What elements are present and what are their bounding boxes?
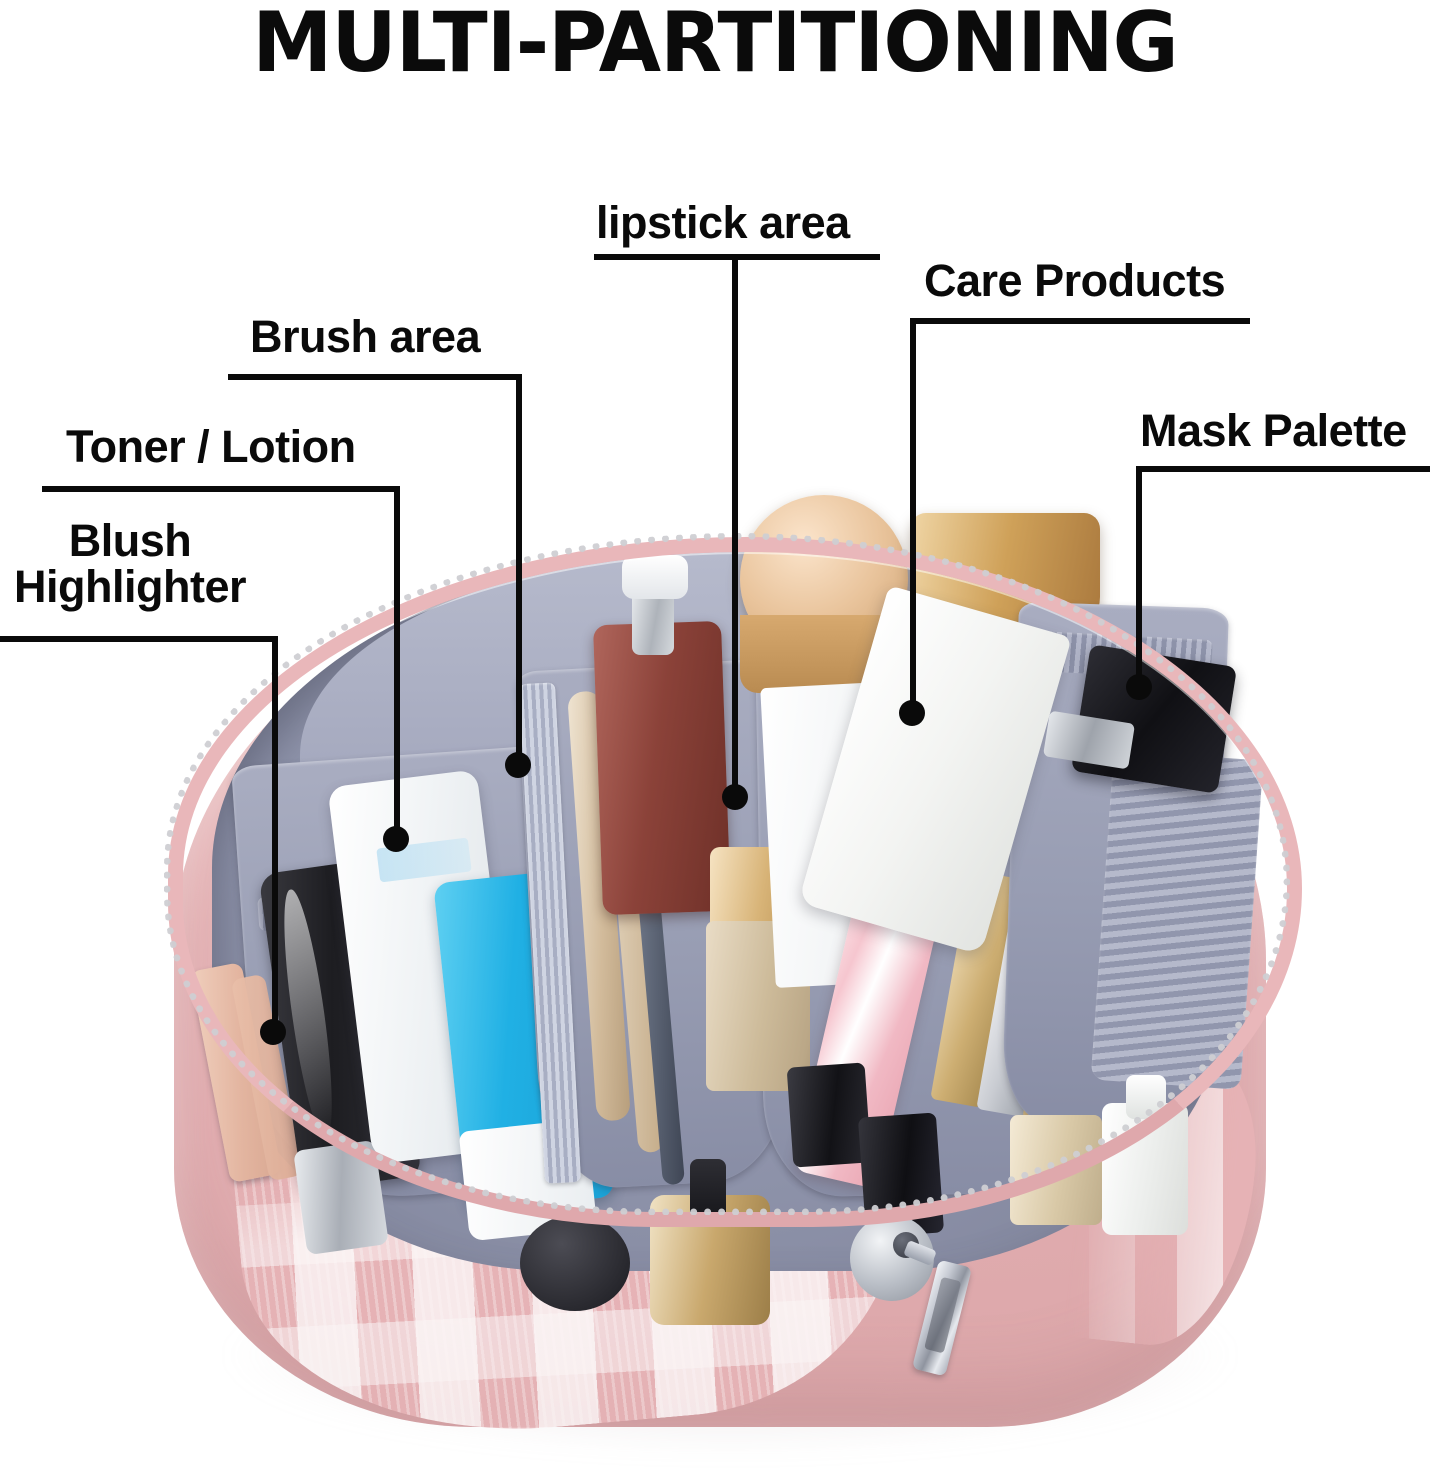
leader-dot-blush-highlighter <box>260 1019 286 1045</box>
leader-line-care-products-h <box>910 318 1250 324</box>
product-photo <box>150 455 1302 1465</box>
leader-line-blush-highlighter-h <box>0 636 278 642</box>
leader-dot-mask-palette <box>1126 674 1152 700</box>
leader-line-brush-area-h <box>228 374 522 380</box>
item-black-round-cap <box>520 1215 630 1311</box>
leader-line-mask-palette-h <box>1136 466 1430 472</box>
callout-label-care-products: Care Products <box>924 255 1226 306</box>
page-title: MULTI-PARTITIONING <box>252 0 1179 91</box>
leader-line-blush-highlighter-v <box>272 636 278 1034</box>
leader-line-mask-palette-v <box>1136 466 1142 688</box>
callout-label-mask-palette: Mask Palette <box>1140 405 1407 456</box>
leader-line-toner-lotion-h <box>42 486 400 492</box>
zipper-teeth <box>164 533 1290 1215</box>
callout-label-toner-lotion: Toner / Lotion <box>66 421 356 472</box>
leader-dot-toner-lotion <box>383 826 409 852</box>
callout-label-brush-area: Brush area <box>250 311 481 362</box>
callout-label-blush-highlighter: Blush Highlighter <box>14 515 246 612</box>
leader-line-toner-lotion-v <box>394 486 400 844</box>
leader-line-care-products-v <box>910 318 916 718</box>
leader-line-lipstick-area-v <box>732 254 738 802</box>
callout-label-lipstick-area: lipstick area <box>596 197 850 248</box>
leader-dot-brush-area <box>505 752 531 778</box>
leader-dot-lipstick-area <box>722 784 748 810</box>
leader-line-brush-area-v <box>516 374 522 770</box>
leader-dot-care-products <box>899 700 925 726</box>
